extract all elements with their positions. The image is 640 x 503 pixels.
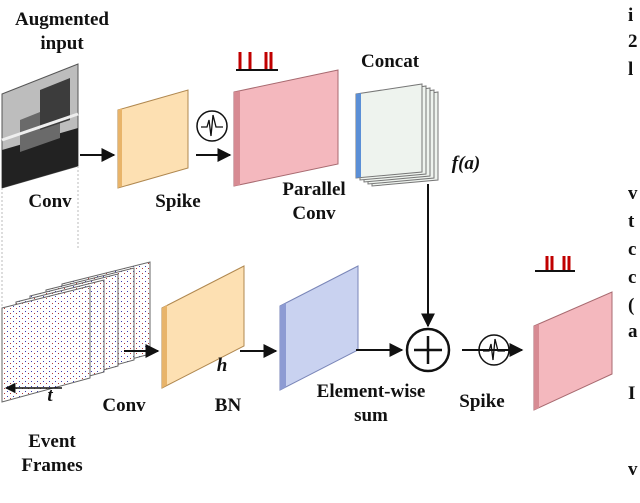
summation-node: [405, 327, 451, 373]
flow-arrows: [80, 148, 524, 358]
edge-text-2: l: [628, 59, 634, 80]
edge-text-6: c: [628, 267, 637, 288]
spike-neuron-icon-top: [196, 110, 228, 142]
spike-train-top: [236, 52, 278, 71]
spike-bottom-label: Spike: [459, 391, 505, 412]
edge-text-8: a: [628, 321, 638, 342]
conv-top-label: Conv: [28, 191, 72, 212]
output-spike-block: [533, 291, 613, 411]
edge-text-3: v: [628, 183, 638, 204]
element-wise-sum-block: [279, 265, 359, 391]
parallel-conv-label: Parallel Conv: [282, 179, 346, 224]
event-frames-stack: [1, 261, 151, 403]
element-wise-sum-label: Element-wise sum: [316, 381, 426, 426]
concat-label: Concat: [360, 51, 420, 72]
edge-text-1: 2: [628, 31, 638, 52]
bn-block: [161, 265, 245, 389]
edge-text-4: t: [628, 211, 635, 232]
spike-top-label: Spike: [155, 191, 201, 212]
edge-text-0: i: [628, 5, 634, 26]
f-a-label: f(a): [451, 153, 481, 174]
edge-text-9: I: [628, 383, 636, 404]
edge-text-10: v: [628, 459, 638, 480]
augmented-input-image: [1, 63, 79, 316]
t-label: t: [47, 385, 53, 406]
edge-text-5: c: [628, 239, 637, 260]
spike-train-bottom: [535, 256, 575, 272]
bn-label: BN: [214, 395, 242, 416]
conv-bottom-label: Conv: [102, 395, 146, 416]
parallel-conv-block: [233, 69, 339, 187]
spike-block-top: [117, 89, 189, 189]
concat-block: [355, 83, 439, 187]
h-label: h: [216, 355, 228, 376]
augmented-input-label: Augmented input: [15, 9, 109, 54]
event-frames-label: Event Frames: [21, 431, 83, 476]
edge-text-7: (: [628, 295, 635, 316]
